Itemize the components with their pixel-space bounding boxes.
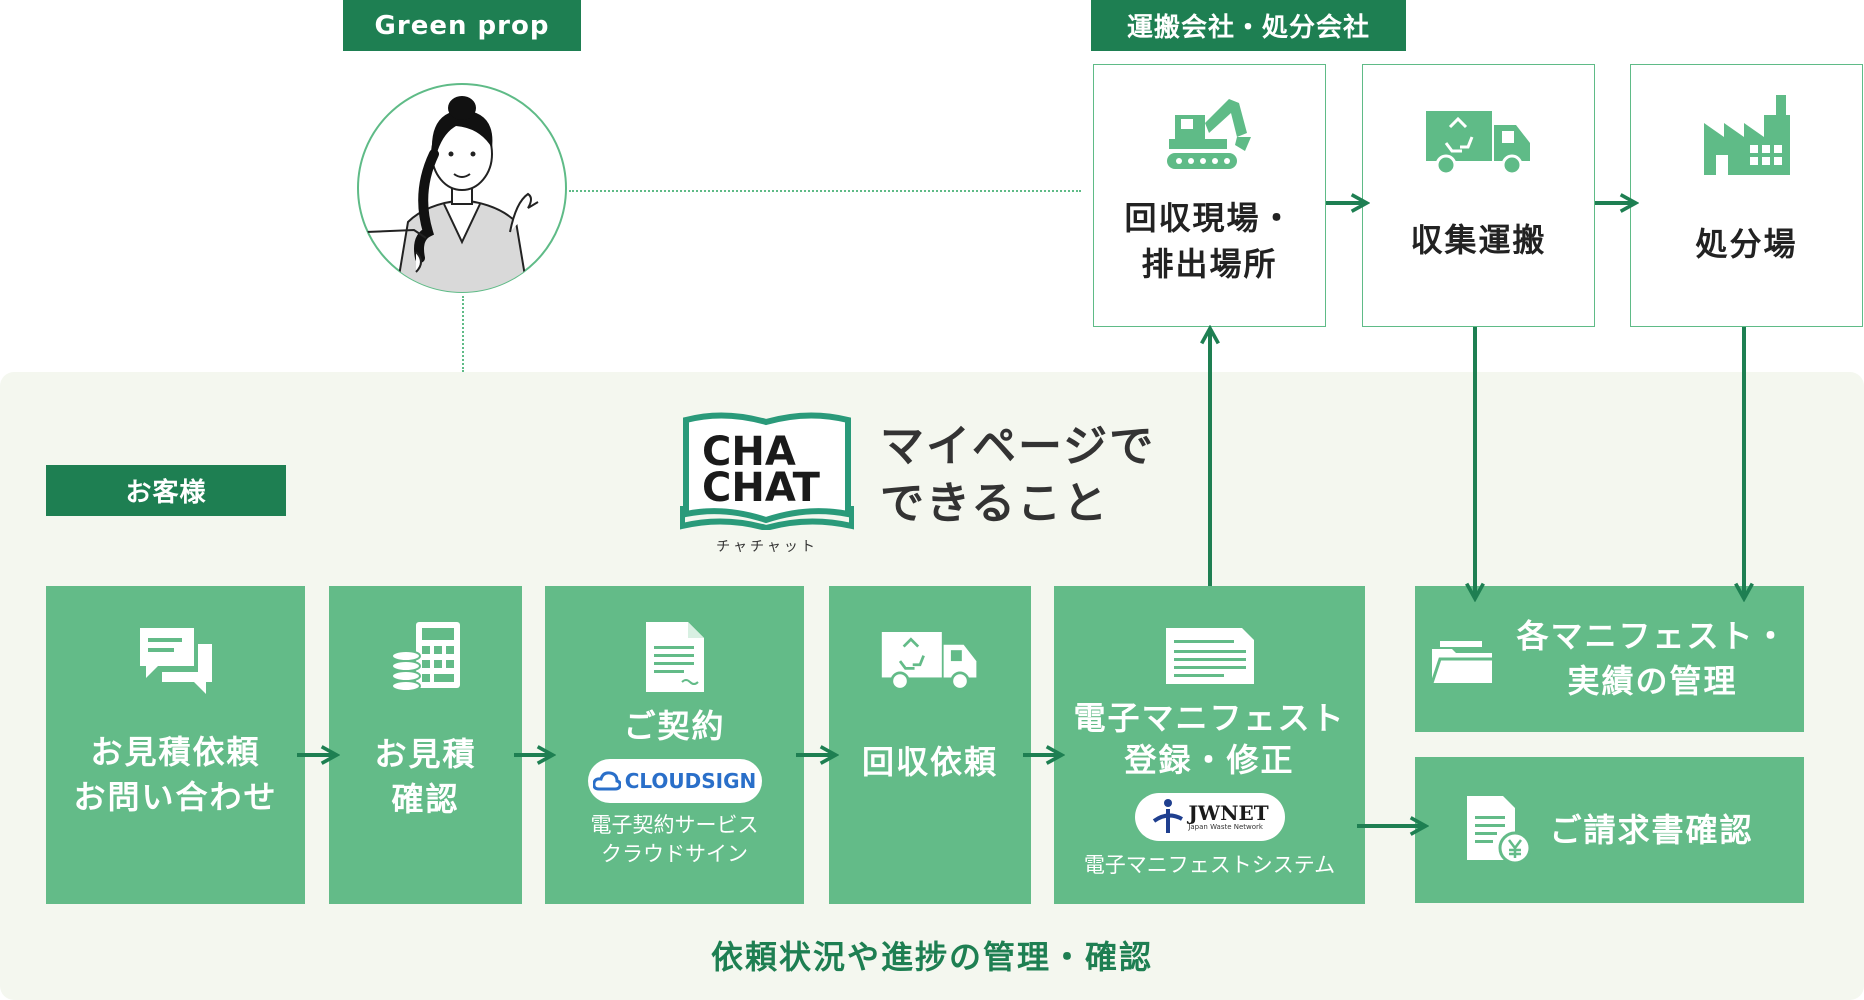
chachat-logo: CHA CHAT チャチャット <box>680 410 854 555</box>
step-contract-title: ご契約 <box>623 707 726 745</box>
step-manifest-register-title: 電子マニフェスト 登録・修正 <box>1073 699 1346 779</box>
invoice-title: ご請求書確認 <box>1549 810 1754 849</box>
chat-bubbles-icon <box>138 626 214 696</box>
invoice-box: ご請求書確認 <box>1415 757 1804 903</box>
transport-box: 収集運搬 <box>1362 64 1595 327</box>
jwnet-text: JWNET <box>1188 800 1269 825</box>
site-label: 回収現場・ 排出場所 <box>1124 199 1295 284</box>
jwnet-badge: JWNET Japan Waste Network <box>1134 793 1285 842</box>
jwnet-small-text: Japan Waste Network <box>1188 822 1263 831</box>
logo-line2: CHAT <box>702 465 820 511</box>
jwnet-mark-icon <box>1153 799 1184 834</box>
step-manifest-register-sub: 電子マニフェストシステム <box>1083 853 1336 878</box>
transport-label: 収集運搬 <box>1410 221 1547 259</box>
recycle-truck-icon <box>880 630 980 694</box>
logo-ruby: チャチャット <box>716 539 818 555</box>
step-collection-request-title: 回収依頼 <box>861 743 998 781</box>
cloudsign-badge: CLOUDSIGN <box>587 758 762 803</box>
recycle-truck-icon <box>1424 109 1534 179</box>
step-estimate-confirm-title: お見積 確認 <box>374 735 477 818</box>
step-estimate-request-title: お見積依頼 お問い合わせ <box>73 733 278 816</box>
avatar <box>356 82 568 294</box>
disposal-label: 処分場 <box>1695 225 1798 263</box>
site-box: 回収現場・ 排出場所 <box>1093 64 1326 327</box>
document-icon <box>644 620 706 694</box>
calculator-coins-icon <box>390 620 462 692</box>
disposal-box: 処分場 <box>1630 64 1863 327</box>
step-contract: ご契約 CLOUDSIGN 電子契約サービス クラウドサイン <box>545 586 804 904</box>
cloud-icon <box>592 771 621 791</box>
dotted-connector-horizontal <box>569 190 1081 192</box>
tag-carriers: 運搬会社・処分会社 <box>1091 0 1406 51</box>
excavator-icon <box>1165 93 1255 171</box>
cloudsign-text: CLOUDSIGN <box>624 768 757 793</box>
step-estimate-confirm: お見積 確認 <box>329 586 522 904</box>
tag-customer: お客様 <box>46 465 286 516</box>
manifest-management-box: 各マニフェスト・ 実績の管理 <box>1415 586 1804 732</box>
step-contract-sub: 電子契約サービス クラウドサイン <box>590 812 759 867</box>
manifest-management-title: 各マニフェスト・ 実績の管理 <box>1516 617 1789 700</box>
factory-icon <box>1702 93 1792 177</box>
footer-caption: 依頼状況や進捗の管理・確認 <box>710 938 1153 976</box>
tag-green-prop: Green prop <box>343 0 581 51</box>
dotted-connector-vertical <box>462 296 464 372</box>
tagline: マイページで できること <box>880 421 1156 530</box>
step-estimate-request: お見積依頼 お問い合わせ <box>46 586 305 904</box>
step-manifest-register: 電子マニフェスト 登録・修正 JWNET Japan Waste Network… <box>1054 586 1365 904</box>
folder-icon <box>1430 633 1494 685</box>
step-collection-request: 回収依頼 <box>829 586 1031 904</box>
logo-line1: CHA <box>702 429 796 475</box>
invoice-yen-icon <box>1465 794 1533 866</box>
manifest-form-icon <box>1164 626 1256 686</box>
